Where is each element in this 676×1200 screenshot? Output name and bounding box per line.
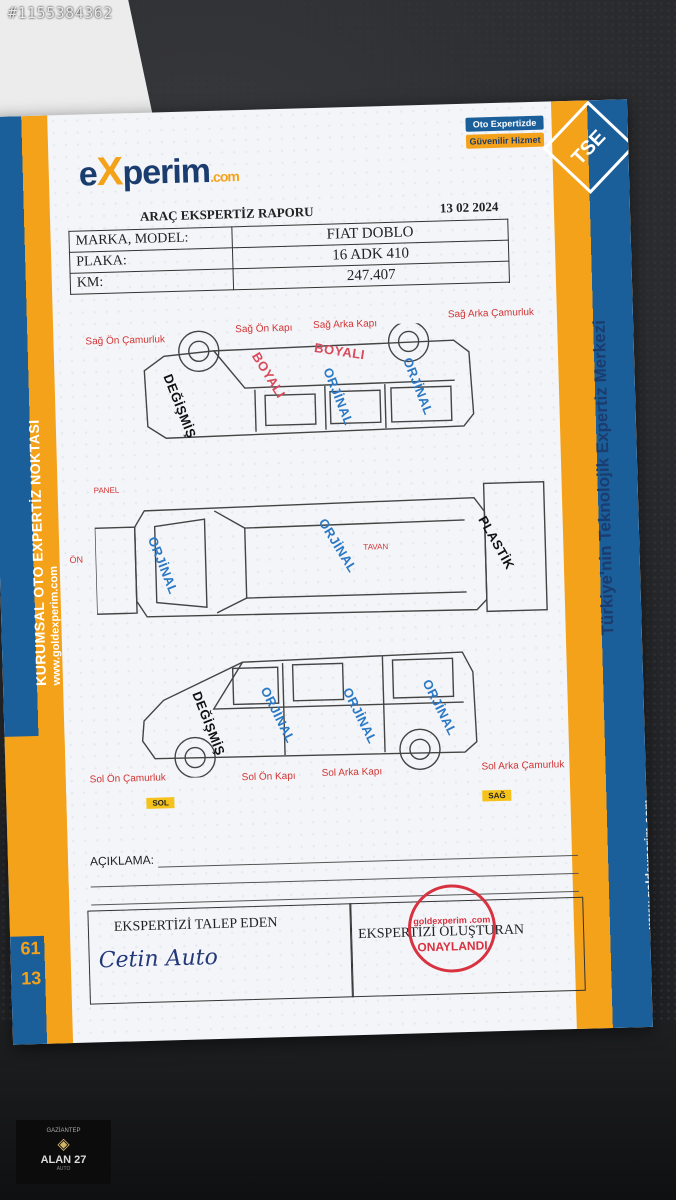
report-date: 13 02 2024 bbox=[439, 198, 499, 216]
tse-text: TSE bbox=[567, 125, 611, 169]
alan-name: ALAN 27 bbox=[40, 1154, 87, 1166]
car-right-side-diagram bbox=[143, 321, 475, 439]
tag-sag: SAĞ bbox=[482, 789, 512, 802]
badge-line-1: Oto Expertizde bbox=[465, 115, 544, 132]
car-top-view-diagram bbox=[93, 481, 548, 618]
info-key: KM: bbox=[70, 268, 234, 295]
phone-line-2: 554 bbox=[19, 905, 50, 927]
vehicle-info-table: MARKA, MODEL: FIAT DOBLO PLAKA: 16 ADK 4… bbox=[68, 219, 510, 295]
car-silhouette-icon: ◈ bbox=[57, 1136, 70, 1153]
alan27-dealer-logo: GAZİANTEP ◈ ALAN 27 AUTO bbox=[16, 1120, 111, 1184]
label-sol-arka-camurluk: Sol Arka Çamurluk bbox=[481, 759, 565, 773]
approval-brand: goldexperim .com bbox=[413, 914, 491, 927]
phone-line-4: 13 bbox=[20, 967, 42, 989]
label-sol-on-kapi: Sol Ön Kapı bbox=[241, 770, 296, 784]
requester-signature: Cetin Auto bbox=[98, 945, 219, 974]
phone-line-3: 61 bbox=[20, 937, 41, 959]
phone-line-1: 0536 bbox=[18, 885, 44, 899]
car-left-side-diagram bbox=[141, 651, 478, 779]
label-on: ÖN bbox=[69, 554, 84, 565]
tag-sol: SOL bbox=[146, 797, 175, 809]
logo-name: perim bbox=[121, 151, 211, 193]
alan-top: GAZİANTEP bbox=[46, 1128, 81, 1134]
logo-suffix: .com bbox=[209, 168, 240, 185]
expertise-report-document: KURUMSAL OTO EXPERTİZ NOKTASI www.goldex… bbox=[0, 99, 653, 1045]
label-sol-on-camurluk: Sol Ön Çamurluk bbox=[89, 772, 166, 786]
alan-bottom: AUTO bbox=[56, 1166, 71, 1172]
logo-x: X bbox=[96, 149, 123, 195]
approval-text: ONAYLANDI bbox=[417, 938, 488, 955]
seat-bottom bbox=[0, 1020, 676, 1200]
logo-prefix: e bbox=[78, 155, 98, 194]
goldexperim-logo: eXperim.com bbox=[78, 146, 239, 195]
label-sol-arka-kapi: Sol Arka Kapı bbox=[321, 766, 383, 780]
image-id-watermark: #1155384362 bbox=[8, 4, 113, 22]
quality-badge: Oto Expertizde Güvenilir Hizmet bbox=[465, 115, 545, 152]
aciklama-label: AÇIKLAMA: bbox=[89, 852, 155, 869]
badge-line-2: Güvenilir Hizmet bbox=[465, 132, 545, 149]
